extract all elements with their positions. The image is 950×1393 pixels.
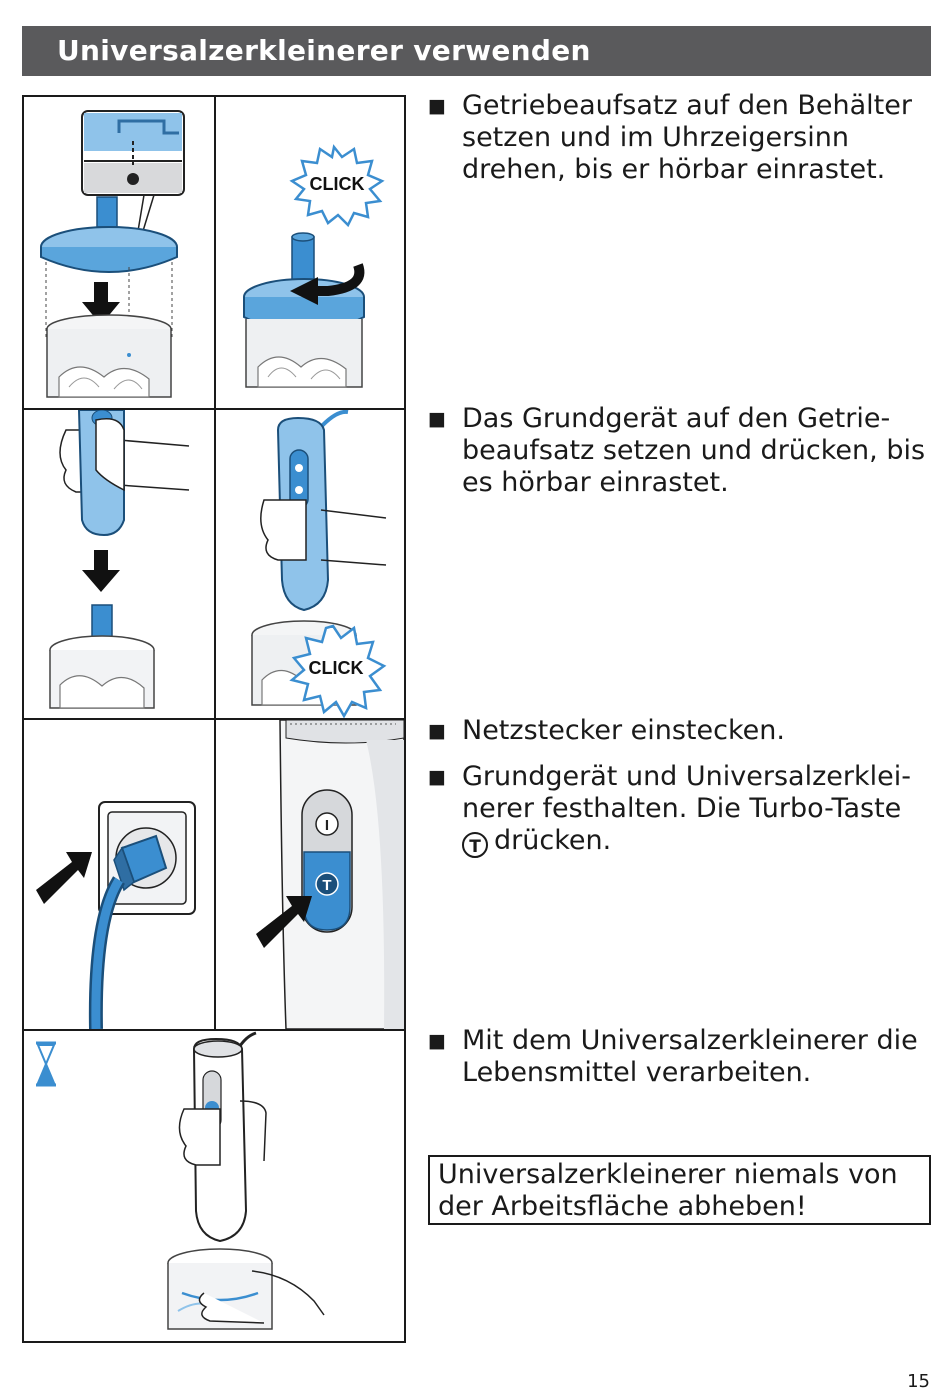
step-item: ■ Getriebeaufsatz auf den Behälter setze… [428, 90, 933, 186]
illustration-processing [24, 1031, 404, 1341]
button-turbo-label: T [322, 877, 331, 894]
step-text: Netzstecker einstecken. [462, 715, 785, 746]
illustration-lid-placement [24, 97, 214, 408]
step-item: ■ Netzstecker einstecken. [428, 715, 933, 747]
button-on-label: I [325, 817, 329, 834]
hourglass-icon [36, 1041, 56, 1087]
step-2: ■ Das Grundgerät auf den Getrie-beaufsat… [428, 403, 933, 513]
bullet-square-icon: ■ [428, 1030, 446, 1052]
step-text-before: Grundgerät und Universalzerklei-nerer fe… [462, 761, 911, 824]
step-item: ■ Grundgerät und Universalzerklei-nerer … [428, 761, 933, 858]
grid-divider [24, 718, 404, 720]
step-item: ■ Das Grundgerät auf den Getrie-beaufsat… [428, 403, 933, 499]
warning-text: Universalzerkleinerer niemals von der Ar… [438, 1159, 898, 1222]
illustration-lid-rotate: CLICK [216, 97, 404, 408]
illustration-motor-press: CLICK [216, 410, 404, 718]
click-label: CLICK [309, 658, 364, 678]
illustration-plug-in [24, 720, 214, 1029]
bullet-square-icon: ■ [428, 408, 446, 430]
illustration-grid: CLICK [22, 95, 406, 1343]
step-text: Das Grundgerät auf den Getrie-beaufsatz … [462, 403, 926, 498]
grid-divider [24, 1029, 404, 1031]
bullet-square-icon: ■ [428, 720, 446, 742]
click-label: CLICK [310, 174, 365, 194]
bullet-square-icon: ■ [428, 95, 446, 117]
step-text: Mit dem Universalzerkleinerer die Lebens… [462, 1025, 918, 1088]
step-text: Grundgerät und Universalzerklei-nerer fe… [462, 761, 933, 858]
turbo-button-icon: T [462, 832, 488, 858]
grid-divider [214, 97, 216, 1029]
illustration-turbo-press: I T [216, 720, 404, 1029]
section-title: Universalzerkleinerer verwenden [57, 34, 591, 67]
step-3: ■ Netzstecker einstecken. ■ Grundgerät u… [428, 715, 933, 872]
bullet-square-icon: ■ [428, 766, 446, 788]
illustration-motor-insert [24, 410, 214, 718]
step-item: ■ Mit dem Universalzerkleinerer die Lebe… [428, 1025, 933, 1089]
step-text-after: drücken. [494, 825, 612, 856]
section-header: Universalzerkleinerer verwenden [22, 26, 931, 76]
step-text: Getriebeaufsatz auf den Behälter setzen … [462, 90, 912, 185]
warning-box: Universalzerkleinerer niemals von der Ar… [428, 1155, 931, 1225]
grid-divider [24, 408, 404, 410]
step-4: ■ Mit dem Universalzerkleinerer die Lebe… [428, 1025, 933, 1103]
step-1: ■ Getriebeaufsatz auf den Behälter setze… [428, 90, 933, 200]
page-number: 15 [907, 1371, 930, 1392]
